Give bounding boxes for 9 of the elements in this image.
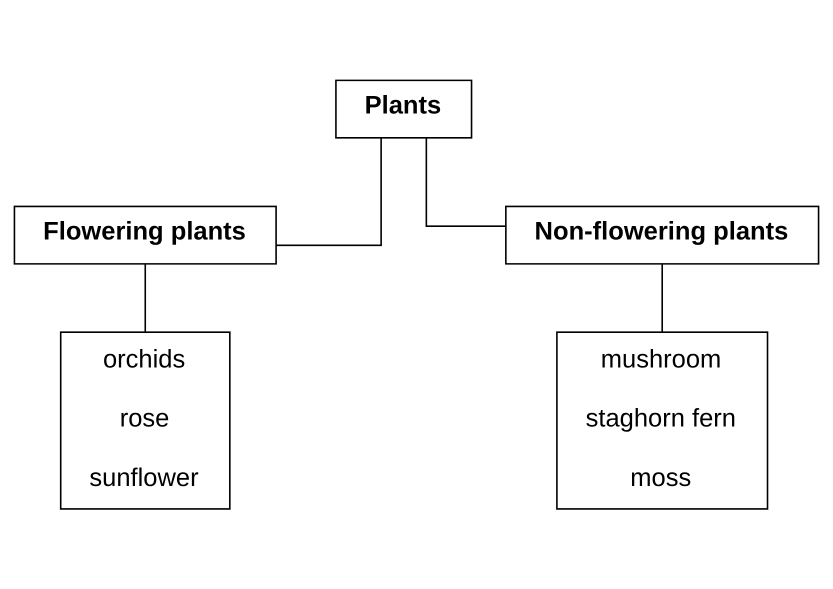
node-box: Plants <box>335 80 472 139</box>
connector <box>426 138 506 227</box>
connector <box>276 138 382 246</box>
node-box: Flowering plants <box>14 206 277 265</box>
node-box: orchids rose sunflower <box>60 331 231 510</box>
node-box: mushroom staghorn fern moss <box>556 331 768 510</box>
node-box: Non-flowering plants <box>505 206 820 265</box>
connector <box>661 264 663 332</box>
connector <box>144 264 146 332</box>
